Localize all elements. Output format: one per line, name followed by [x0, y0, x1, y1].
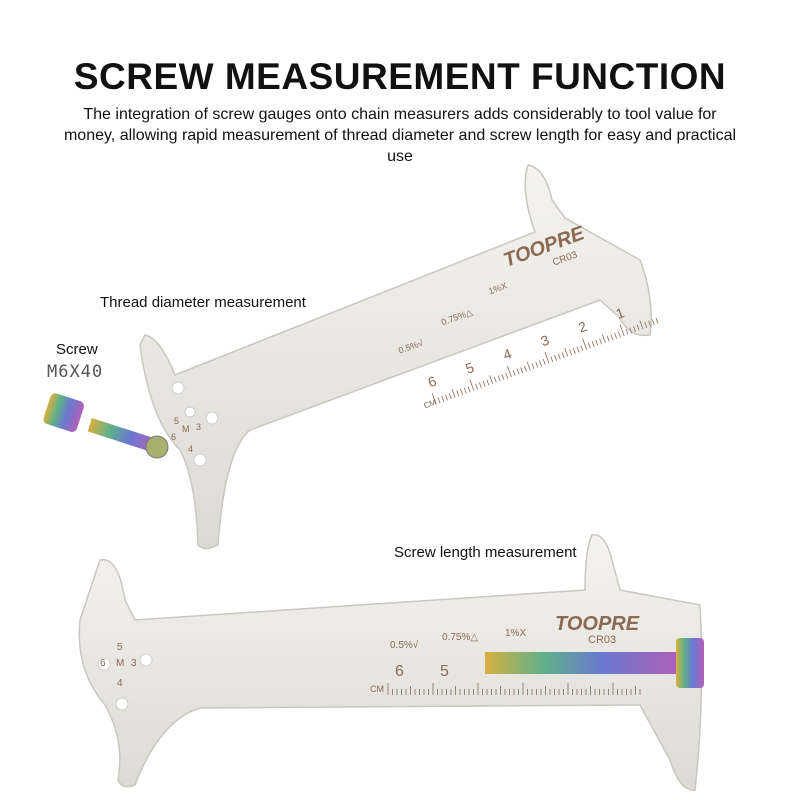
ruler-number: 6 [395, 663, 404, 680]
ruler-tick [478, 382, 482, 389]
ruler-tick [460, 389, 463, 395]
ruler-tick [625, 328, 629, 335]
ruler-tick [580, 345, 584, 352]
ruler-tick [437, 397, 441, 404]
unit-label: CM [423, 398, 438, 411]
ruler-tick [655, 317, 659, 324]
page-subtitle: The integration of screw gauges onto cha… [63, 106, 737, 165]
ruler-ticks [431, 317, 659, 405]
ruler-tick [561, 352, 565, 359]
ruler-number: 5 [463, 359, 476, 377]
wear-label: 0.5%√ [390, 639, 419, 651]
screw-label: Screw [56, 341, 98, 358]
unit-label: CM [370, 684, 384, 694]
ruler-tick [493, 376, 497, 383]
gauge-m: M [116, 658, 124, 669]
ruler-tick [610, 334, 614, 341]
ruler-tick [469, 379, 475, 391]
ruler-tick [520, 367, 524, 374]
ruler-tick [467, 386, 471, 393]
ruler-tick [524, 365, 527, 372]
ruler-tick [564, 347, 569, 357]
ruler-tick [501, 374, 505, 380]
ruler-tick [451, 388, 456, 398]
ruler-tick [599, 338, 603, 345]
ruler-number: 6 [426, 373, 439, 391]
ruler-tick [636, 324, 640, 331]
model-text: CR03 [588, 634, 616, 646]
chain-checker-bottom: 5 6 M 3 4 TOOPRE CR03 0.5%√ 0.75%△ 1%X 6… [78, 533, 704, 791]
gauge-number: 3 [196, 422, 201, 432]
ruler-tick [535, 361, 539, 368]
ruler-tick [629, 327, 633, 334]
ruler-tick [648, 320, 651, 327]
screw-length-label: Screw length measurement [394, 544, 577, 561]
ruler-tick [506, 365, 512, 378]
gauge-m: M [182, 424, 190, 434]
ruler-tick [456, 390, 460, 397]
ruler-tick [516, 368, 520, 375]
ruler-number: 4 [501, 345, 514, 363]
ruler-tick [619, 324, 625, 337]
ruler-tick [569, 349, 572, 356]
ruler-tick [557, 353, 561, 360]
gauge-number: 5 [174, 416, 179, 426]
ruler-tick [539, 360, 542, 367]
screw-m6x40 [43, 393, 169, 459]
ruler-tick [431, 392, 437, 405]
page-title: SCREW MEASUREMENT FUNCTION [73, 56, 727, 97]
ruler-tick [463, 387, 467, 394]
ruler-number: 5 [440, 663, 449, 680]
ruler-tick [595, 339, 599, 346]
ruler-tick [482, 380, 486, 387]
ruler-tick [505, 372, 509, 379]
ruler-tick [582, 338, 588, 350]
ruler-tick [550, 356, 554, 363]
ruler-tick [542, 358, 546, 365]
ruler-number: 3 [538, 332, 551, 350]
ruler-tick [614, 332, 618, 339]
ruler-tick [497, 375, 501, 382]
wear-label: 0.75%△ [442, 632, 478, 643]
thread-diameter-label: Thread diameter measurement [100, 294, 306, 311]
ruler-tick [445, 394, 448, 401]
ruler-ticks [387, 683, 641, 695]
gauge-number: 6 [171, 432, 176, 442]
gauge-number: 6 [100, 658, 106, 669]
ruler-number: 2 [576, 318, 589, 336]
ruler-tick [531, 363, 535, 369]
ruler-tick [544, 351, 550, 364]
ruler-tick [572, 348, 576, 354]
ruler-tick [639, 320, 644, 330]
ruler-tick [526, 361, 531, 371]
ruler-tick [644, 322, 648, 328]
ruler-tick [486, 379, 490, 386]
ruler-tick [618, 331, 621, 338]
gauge-number: 3 [131, 658, 137, 669]
chain-checker-top: TOOPRE CR03 0.5%√ 0.75%△ 1%X CM 6 5 4 3 … [43, 164, 659, 550]
ruler-tick [475, 383, 479, 390]
brand-logo: TOOPRE [555, 613, 640, 635]
ruler-tick [441, 395, 445, 402]
ruler-tick [576, 346, 580, 353]
ruler-tick [606, 335, 610, 342]
screw-m6x40 [485, 638, 704, 688]
screw-size-label: M6X40 [47, 362, 104, 382]
ruler-tick [651, 319, 655, 326]
gauge-number: 4 [117, 678, 123, 689]
ruler-tick [587, 342, 591, 349]
ruler-tick [489, 375, 494, 385]
ruler-tick [448, 393, 452, 400]
gauge-number: 5 [117, 642, 123, 653]
ruler-tick [554, 354, 557, 361]
ruler-tick [633, 326, 636, 333]
ruler-tick [591, 341, 595, 348]
gauge-number: 4 [188, 444, 193, 454]
wear-label: 1%X [505, 628, 526, 639]
ruler-tick [601, 334, 606, 343]
ruler-tick [512, 369, 516, 376]
